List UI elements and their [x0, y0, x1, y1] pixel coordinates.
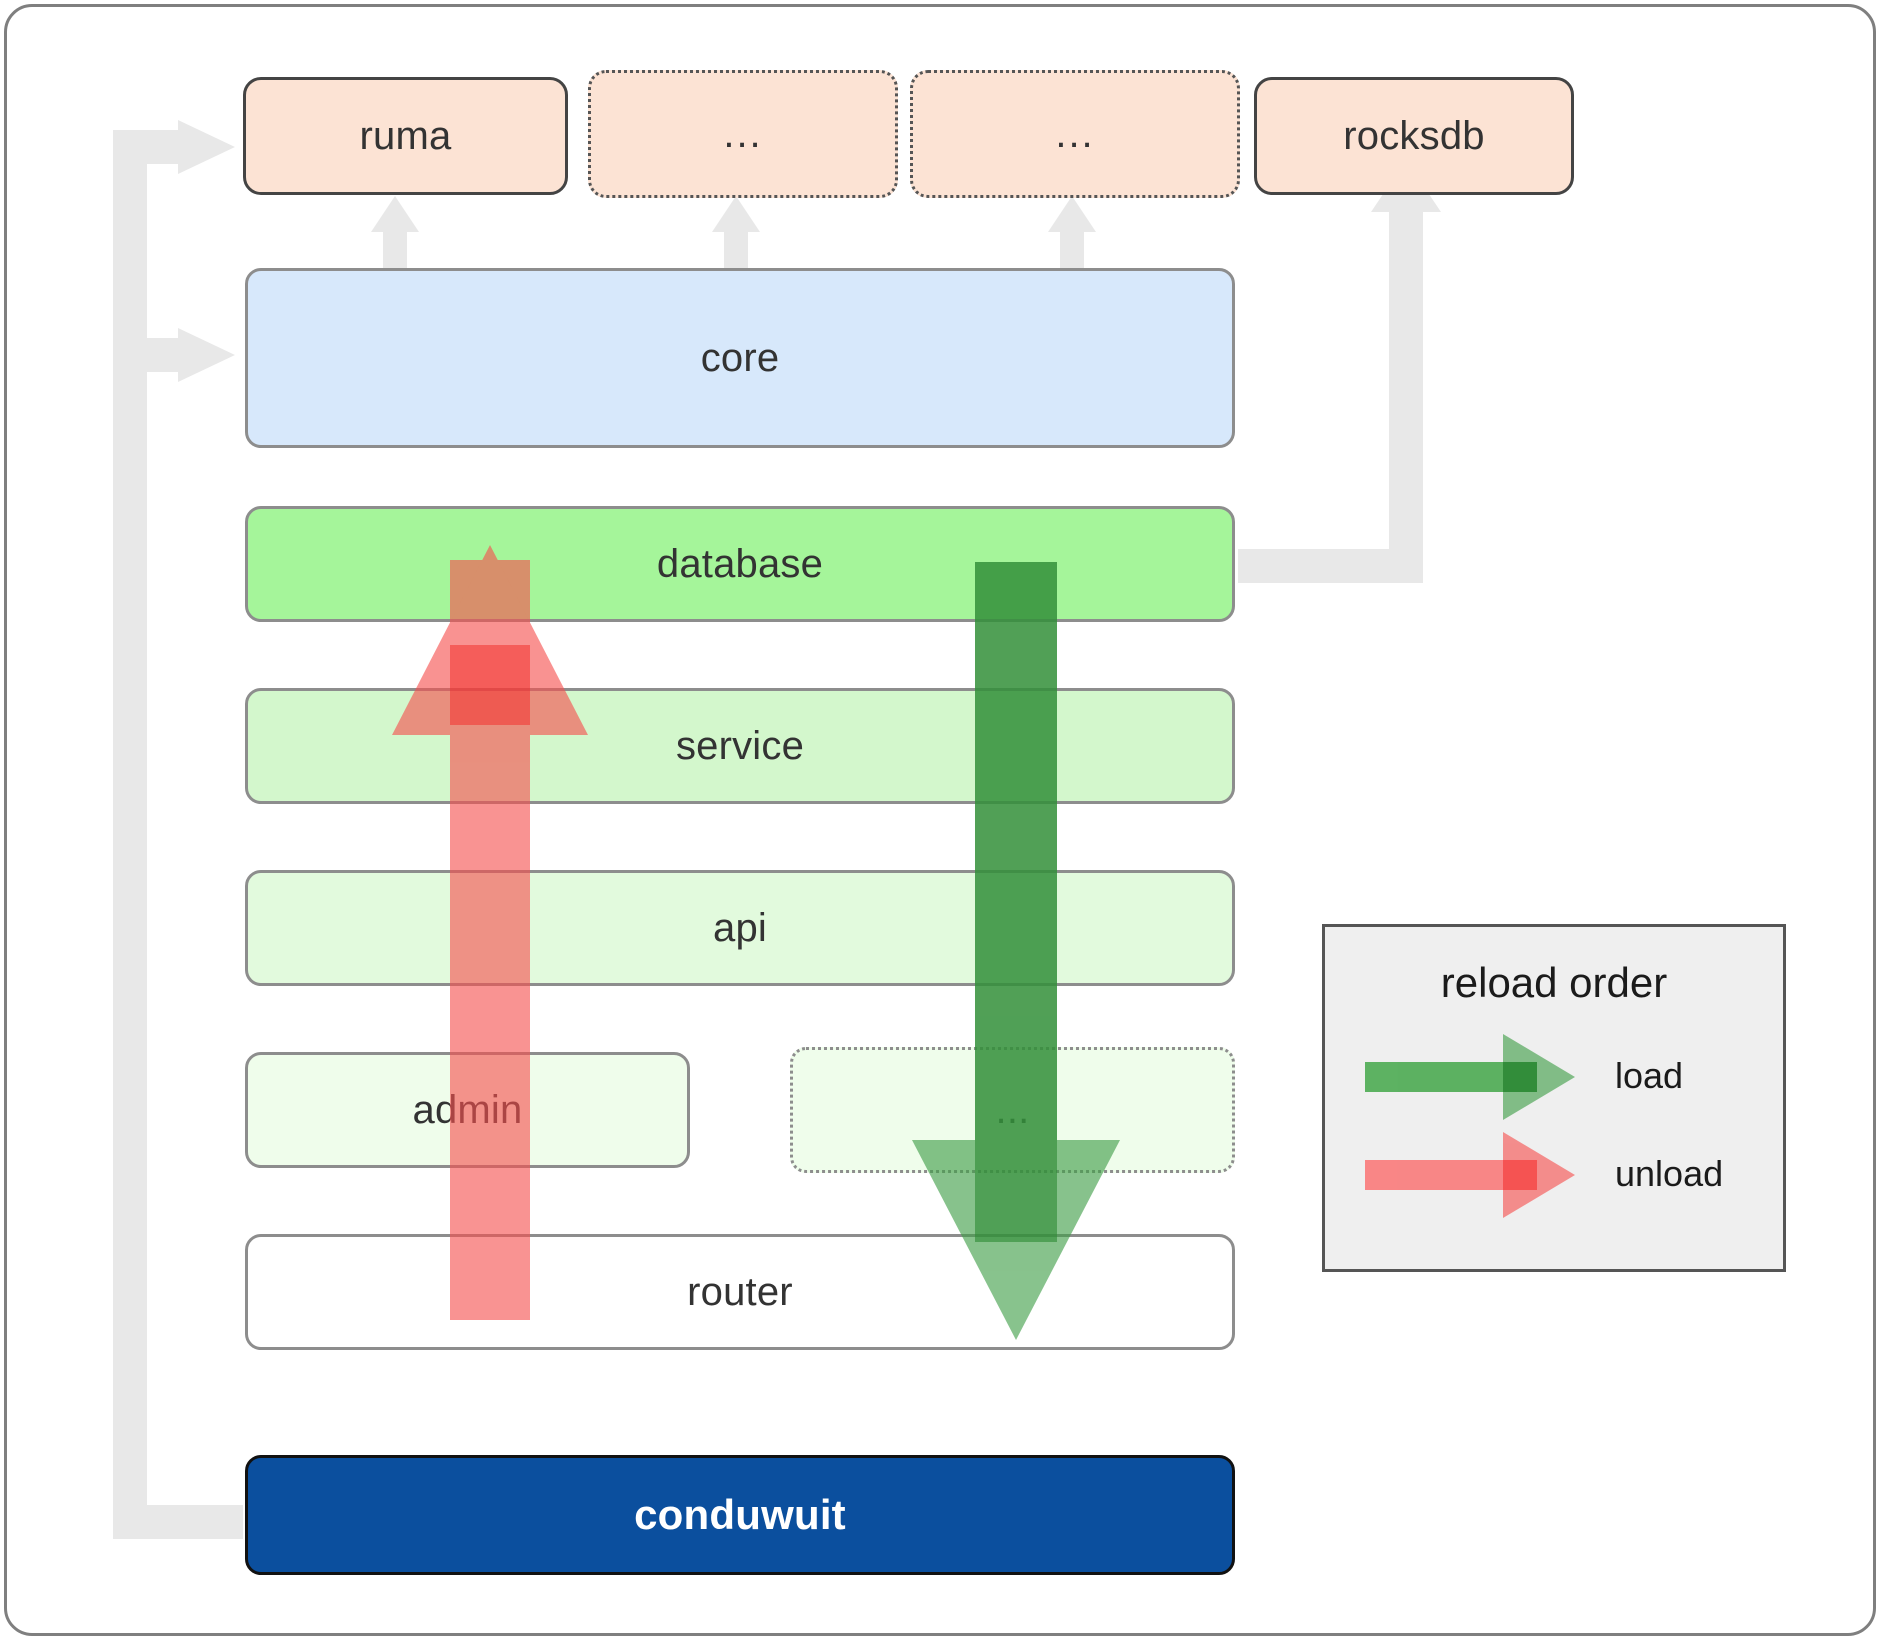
dependency-box-more-1[interactable]: ...	[588, 70, 898, 198]
layer-box-api[interactable]: api	[245, 870, 1235, 986]
dependency-box-more-2[interactable]: ...	[910, 70, 1240, 198]
diagram-canvas	[4, 4, 1876, 1636]
legend-label-unload: unload	[1615, 1153, 1724, 1194]
legend-label-load: load	[1615, 1055, 1684, 1096]
layer-label: core	[700, 335, 780, 380]
legend-title: reload order	[1440, 959, 1668, 1006]
layer-box-admin[interactable]: admin	[245, 1052, 690, 1168]
dependency-label: rocksdb	[1343, 113, 1485, 158]
root-label: conduwuit	[634, 1491, 846, 1538]
layer-box-more[interactable]: ...	[790, 1047, 1235, 1173]
layer-label: ...	[995, 1087, 1030, 1132]
dependency-box-ruma[interactable]: ruma	[243, 77, 568, 195]
root-box-conduwuit[interactable]: conduwuit	[245, 1455, 1235, 1575]
dependency-label: ...	[1055, 111, 1095, 156]
legend-panel: reload order load unload	[1322, 924, 1786, 1272]
legend-unload-arrow-core	[1365, 1160, 1537, 1190]
layer-label: admin	[412, 1087, 523, 1132]
layer-label: api	[713, 905, 767, 950]
layer-box-service[interactable]: service	[245, 688, 1235, 804]
layer-box-database[interactable]: database	[245, 506, 1235, 622]
legend-load-arrow-core	[1365, 1062, 1537, 1092]
layer-label: service	[675, 723, 805, 768]
dependency-label: ...	[723, 111, 763, 156]
legend-load-arrow	[1365, 1034, 1575, 1120]
legend-unload-arrow	[1365, 1132, 1575, 1218]
dependency-label: ruma	[359, 113, 452, 158]
layer-box-router[interactable]: router	[245, 1234, 1235, 1350]
dependency-box-rocksdb[interactable]: rocksdb	[1254, 77, 1574, 195]
layer-label: database	[656, 541, 824, 586]
layer-box-core[interactable]: core	[245, 268, 1235, 448]
layer-label: router	[687, 1269, 793, 1314]
